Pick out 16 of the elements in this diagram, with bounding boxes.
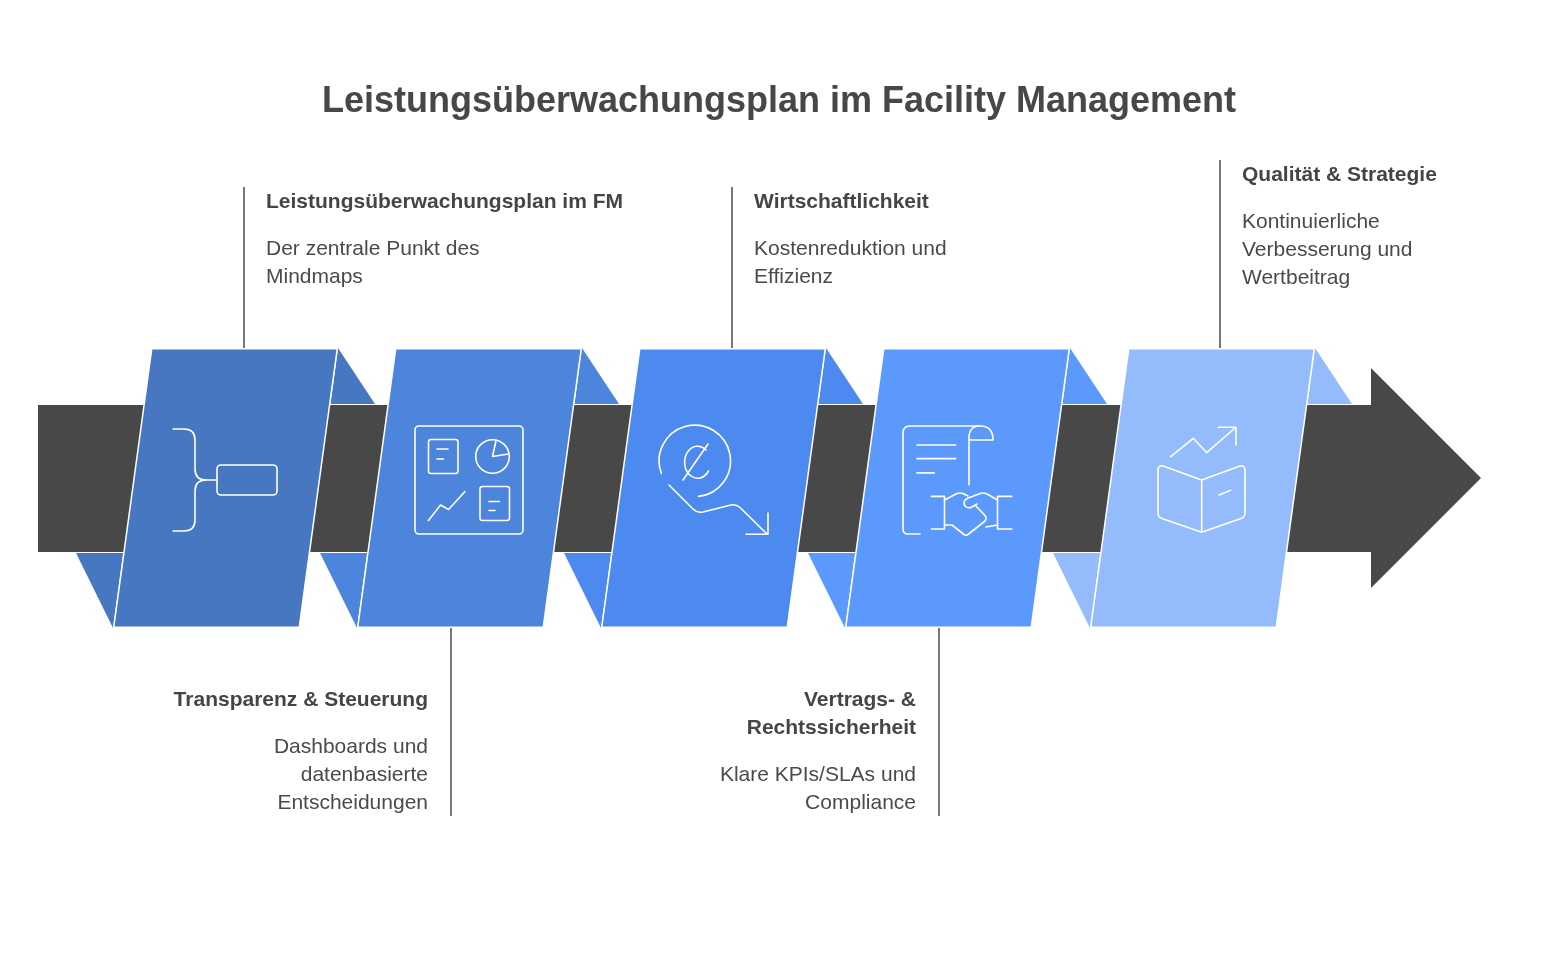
step-description: Dashboards und datenbasierte Entscheidungen — [272, 733, 428, 815]
leader-line — [243, 186, 245, 349]
leader-line — [731, 186, 733, 349]
step-description: Kontinuierliche Verbesserung und Wertbeitrag — [1242, 208, 1414, 290]
step-heading: Vertrags- & Rechtssicherheit — [745, 686, 916, 740]
step-description: Klare KPIs/SLAs und Compliance — [718, 761, 916, 815]
diagram-title: Leistungsüberwachungsplan im Facility Management — [321, 78, 1237, 122]
leader-line — [938, 627, 940, 817]
step-description: Der zentrale Punkt des Mindmaps — [266, 235, 481, 289]
step-description: Kostenreduktion und Effizienz — [754, 235, 948, 289]
step-heading: Wirtschaftlichkeit — [754, 188, 929, 214]
step-heading: Qualität & Strategie — [1242, 161, 1437, 187]
step-heading: Transparenz & Steuerung — [173, 686, 428, 712]
step-heading: Leistungsüberwachungsplan im FM — [266, 188, 624, 214]
leader-line — [1219, 159, 1221, 349]
leader-line — [450, 627, 452, 817]
